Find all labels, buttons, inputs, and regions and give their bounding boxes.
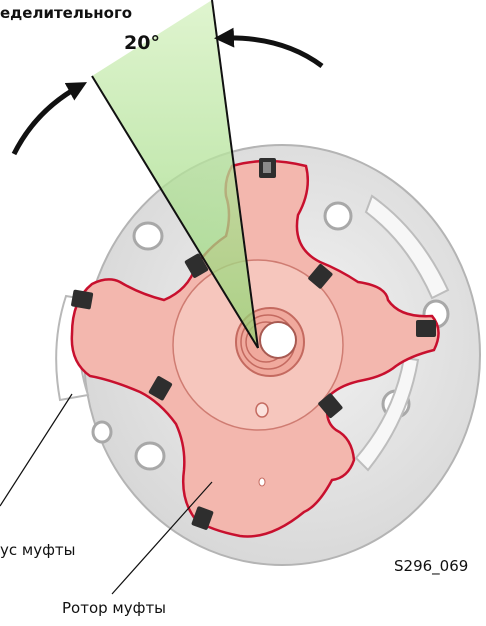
housing-label: ус муфты <box>0 541 76 559</box>
rotor-label: Ротор муфты <box>62 599 166 617</box>
housing-hole <box>93 422 111 442</box>
rotation-arrow-icon <box>14 86 80 154</box>
vane-seal-icon <box>71 289 94 309</box>
rotation-arrow-icon <box>222 38 322 66</box>
figure-id: S296_069 <box>394 557 486 575</box>
angle-label: 20° <box>124 34 160 52</box>
vane-seal-icon <box>259 158 276 178</box>
vane-seal-icon <box>416 320 436 337</box>
housing-hole <box>325 203 351 229</box>
housing-hole <box>134 223 162 249</box>
top-caption: еделительного <box>0 4 132 22</box>
housing-hole <box>136 443 164 469</box>
housing-leader-line <box>0 394 72 506</box>
